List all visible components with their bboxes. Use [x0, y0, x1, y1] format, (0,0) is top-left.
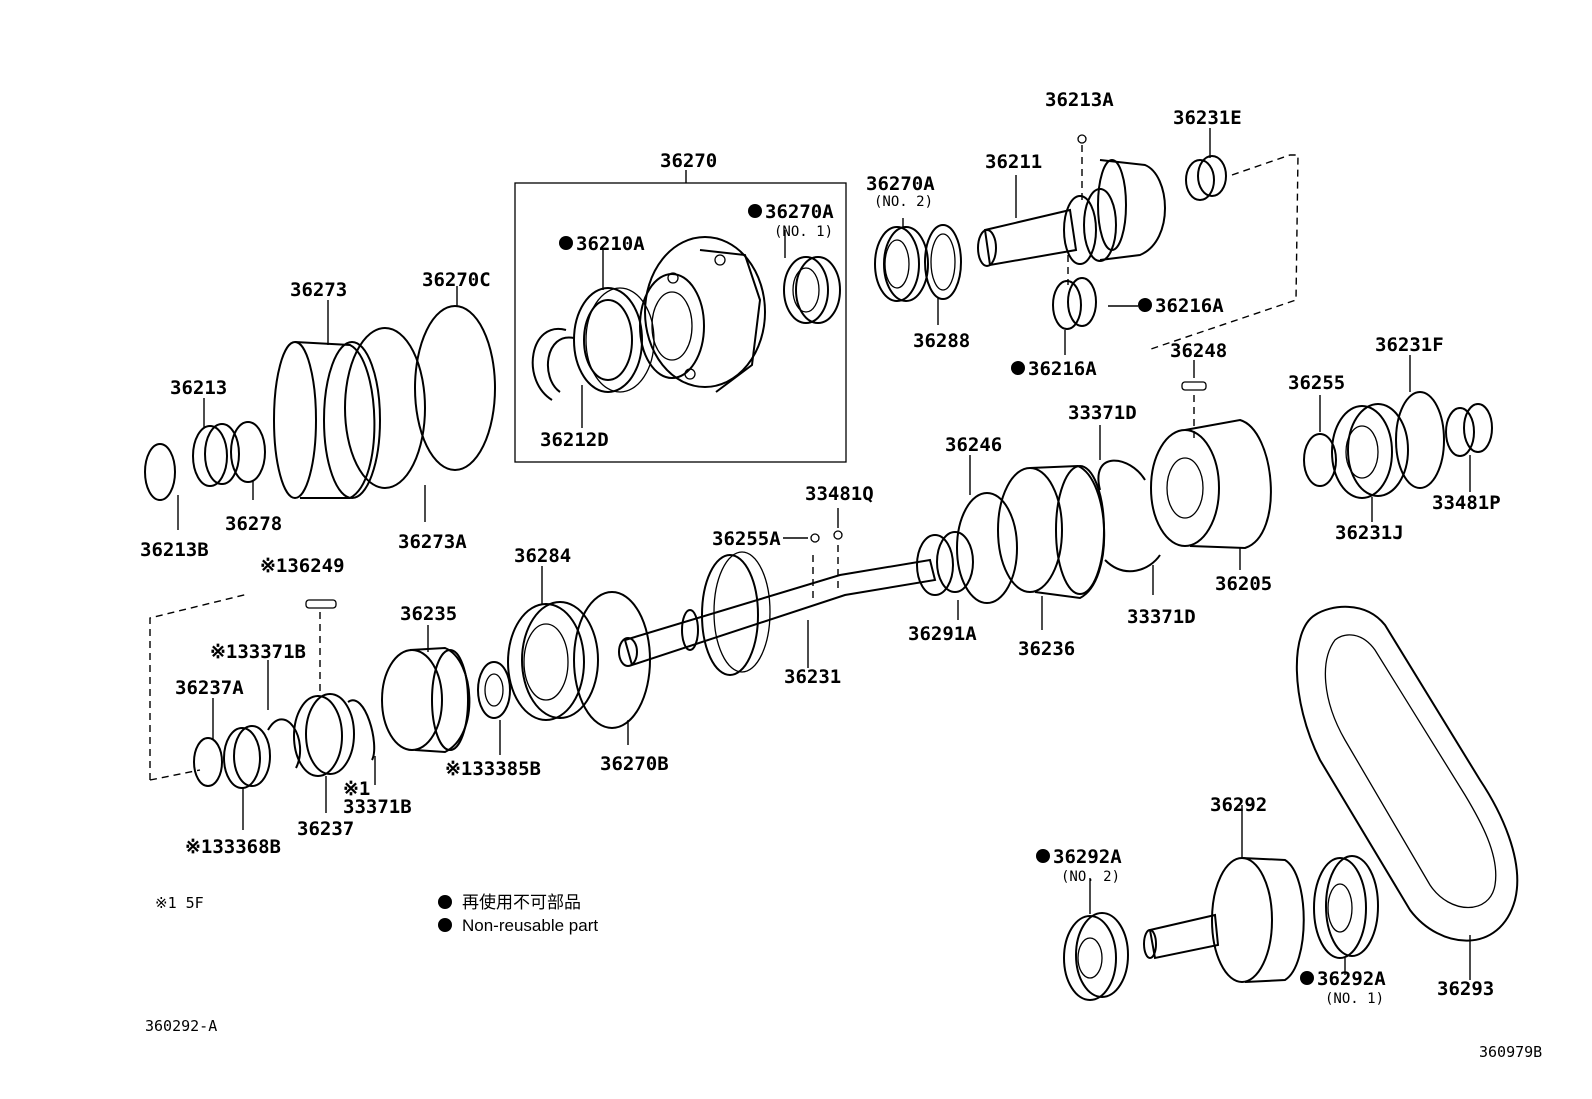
output-gear-group: [916, 355, 1493, 630]
label-36213: 36213: [170, 377, 227, 399]
label-36231E: 36231E: [1173, 107, 1242, 129]
label-36213A: 36213A: [1045, 89, 1114, 111]
label-36292A-no2: 36292A: [1053, 846, 1122, 868]
label-36212D: 36212D: [540, 429, 609, 451]
label-36288: 36288: [913, 330, 970, 352]
label-36292: 36292: [1210, 794, 1267, 816]
label-36216A-lower: 36216A: [1028, 358, 1097, 380]
label-36205: 36205: [1215, 573, 1272, 595]
label-36293: 36293: [1437, 978, 1494, 1000]
label-33481Q: 33481Q: [805, 483, 874, 505]
diagram-code-right: 360979B: [1479, 1043, 1542, 1061]
label-36291A: 36291A: [908, 623, 977, 645]
input-shaft-group: [874, 128, 1299, 355]
label-36246: 36246: [945, 434, 1002, 456]
label-36270A-no2: 36270A: [866, 173, 935, 195]
legend-english: Non-reusable part: [462, 916, 598, 935]
label-36213B: 36213B: [140, 539, 209, 561]
label-36249: ※136249: [260, 555, 345, 577]
label-33371D-top: 33371D: [1068, 402, 1137, 424]
label-36211: 36211: [985, 151, 1042, 173]
label-36273: 36273: [290, 279, 347, 301]
footnote-text: ※1 5F: [155, 894, 204, 912]
label-36235: 36235: [400, 603, 457, 625]
label-36255A: 36255A: [712, 528, 781, 550]
label-36270A-no2-sub: (NO. 2): [874, 194, 933, 210]
sleeve-hub-group: [149, 593, 376, 830]
label-36270A-no1: 36270A: [765, 201, 834, 223]
label-33371B-top: ※133371B: [210, 641, 306, 663]
label-36255: 36255: [1288, 372, 1345, 394]
legend-japanese: 再使用不可部品: [462, 892, 581, 912]
label-36236: 36236: [1018, 638, 1075, 660]
ring-gear-group: [144, 286, 496, 530]
label-36237: 36237: [297, 818, 354, 840]
label-36284: 36284: [514, 545, 571, 567]
label-36292A-no1: 36292A: [1317, 968, 1386, 990]
label-36210A: 36210A: [576, 233, 645, 255]
legend: ※1 5F 再使用不可部品 Non-reusable part 360292-A…: [145, 892, 1542, 1061]
label-33481P: 33481P: [1432, 492, 1501, 514]
label-36231J: 36231J: [1335, 522, 1404, 544]
label-36237A: 36237A: [175, 677, 244, 699]
part-number-labels: 36270 36270A (NO. 1) 36210A 36212D 36270…: [140, 89, 1501, 1007]
label-36278: 36278: [225, 513, 282, 535]
label-36273A: 36273A: [398, 531, 467, 553]
label-33371D-bottom: 33371D: [1127, 606, 1196, 628]
label-36270B: 36270B: [600, 753, 669, 775]
label-33385B: ※133385B: [445, 758, 541, 780]
label-33368B: ※133368B: [185, 836, 281, 858]
label-36216A-right: 36216A: [1155, 295, 1224, 317]
label-33371B-mark: ※1: [343, 778, 370, 800]
label-36231F: 36231F: [1375, 334, 1444, 356]
label-36270C: 36270C: [422, 269, 491, 291]
driven-sprocket-group: [1063, 605, 1519, 1001]
label-33371B-bottom: 33371B: [343, 796, 412, 818]
label-36248: 36248: [1170, 340, 1227, 362]
label-36292A-no1-sub: (NO. 1): [1325, 991, 1384, 1007]
planetary-carrier-assembly-group: [514, 170, 847, 463]
label-36270A-no1-sub: (NO. 1): [774, 224, 833, 240]
label-36292A-no2-sub: (NO. 2): [1061, 869, 1120, 885]
label-36231: 36231: [784, 666, 841, 688]
diagram-code-left: 360292-A: [145, 1017, 217, 1035]
label-36270: 36270: [660, 150, 717, 172]
main-shaft-group: [381, 508, 937, 755]
